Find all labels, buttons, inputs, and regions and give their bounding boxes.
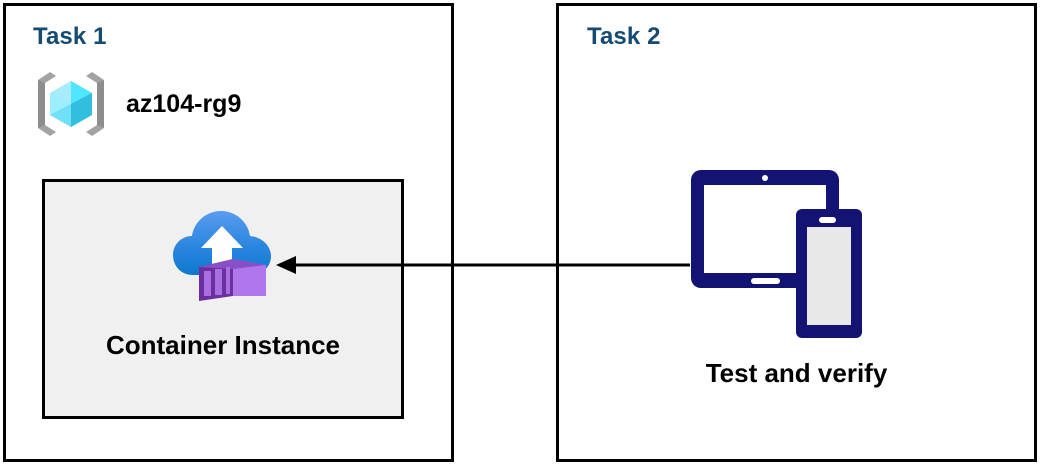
azure-resource-group-icon <box>38 72 104 136</box>
tablet-and-phone-devices-icon <box>691 170 862 338</box>
resource-group-row: az104-rg9 <box>34 68 241 140</box>
panel-task-2-title: Task 2 <box>587 23 661 50</box>
test-and-verify-label: Test and verify <box>705 358 888 388</box>
container-instance-box: Container Instance <box>42 179 404 419</box>
panel-task-1-title: Task 1 <box>33 23 107 50</box>
panel-task-1: Task 1 az104-rg9 <box>3 3 454 462</box>
azure-container-instance-icon <box>173 211 271 301</box>
resource-group-label: az104-rg9 <box>126 89 242 118</box>
panel-task-2: Task 2 Test and verify <box>556 3 1037 462</box>
container-instance-label: Container Instance <box>105 330 341 360</box>
